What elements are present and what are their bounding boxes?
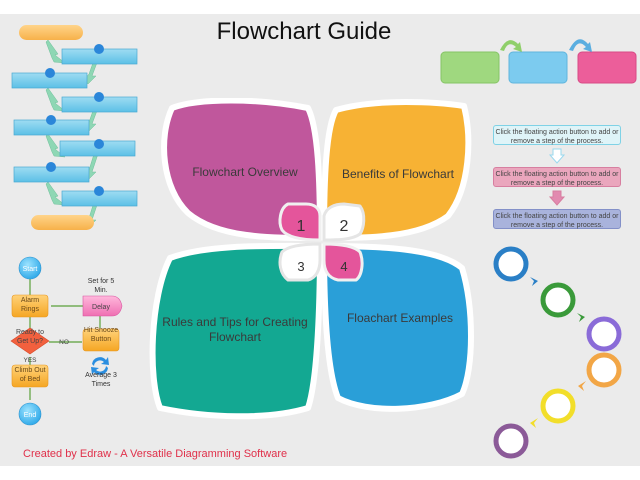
ring-2 — [540, 282, 576, 318]
ring-1 — [493, 246, 529, 282]
top-box-blue — [508, 51, 568, 84]
page-title: Flowchart Guide — [216, 18, 392, 45]
delay-label: Delay — [92, 304, 110, 311]
petal-label-1: Flowchart Overview — [192, 165, 298, 179]
info-badge-icons — [45, 44, 104, 196]
zigzag-flowchart — [11, 25, 138, 230]
no-label: NO — [59, 339, 69, 346]
start-node — [18, 256, 42, 280]
mini-petal-4[interactable] — [322, 242, 364, 282]
ring-sequence — [493, 246, 622, 459]
zigzag-arrows — [45, 39, 99, 229]
footer-credit: Created by Edraw - A Versatile Diagrammi… — [23, 448, 288, 460]
terminator-bottom — [31, 215, 94, 230]
delay-note: Set for 5 Min. — [87, 278, 115, 294]
mini-petal-3[interactable] — [278, 242, 322, 282]
process-note-3: Click the floating action button to add … — [493, 209, 621, 229]
mini-petal-1[interactable] — [278, 202, 322, 242]
top-boxes — [440, 39, 637, 84]
connector-lines — [29, 279, 101, 400]
end-label: End — [24, 412, 37, 419]
ring-6 — [493, 423, 529, 459]
climb-out-label: Climb Out of Bed — [14, 367, 46, 383]
end-node — [18, 402, 42, 426]
snooze-node — [82, 328, 120, 352]
petal-number-2: 2 — [340, 218, 349, 235]
process-note-1: Click the floating action button to add … — [493, 125, 621, 145]
terminator-top — [19, 25, 83, 40]
petal-number-3: 3 — [297, 259, 304, 274]
chevron-3-icon — [578, 381, 586, 391]
process-note-2: Click the floating action button to add … — [493, 167, 621, 187]
decision-node — [10, 327, 50, 355]
flower-diagram: 1 2 3 4 — [149, 98, 474, 420]
mini-petal-2[interactable] — [322, 202, 366, 242]
alarm-flowchart: Start End Delay NO YES — [10, 256, 123, 426]
decision-label: Ready to Get Up? — [15, 329, 45, 345]
ring-5 — [540, 388, 576, 424]
chevron-2-icon — [577, 313, 585, 322]
delay-node — [82, 295, 123, 317]
petal-label-3: Rules and Tips for Creating Flowchart — [162, 315, 308, 344]
down-arrow-pink-icon — [549, 190, 565, 206]
top-box-pink — [577, 51, 637, 84]
ring-4 — [586, 352, 622, 388]
chevron-1-icon — [530, 277, 538, 286]
climb-out-node — [11, 364, 49, 388]
alarm-rings-node — [11, 294, 49, 318]
curved-arrow-green-icon — [500, 40, 522, 52]
top-box-green — [440, 51, 500, 84]
down-arrow-blue-icon — [549, 148, 565, 164]
alarm-rings-label: Alarm Rings — [20, 297, 40, 313]
repeat-note: Average 3 Times — [85, 372, 117, 388]
ring-3 — [586, 316, 622, 352]
petal-number-4: 4 — [340, 259, 347, 274]
petal-2[interactable] — [321, 99, 472, 241]
start-label: Start — [23, 266, 38, 273]
petal-label-2: Benefits of Flowchart — [341, 167, 455, 181]
petal-3[interactable] — [149, 242, 323, 420]
petal-number-1: 1 — [297, 218, 306, 235]
snooze-label: Hit Snooze Button — [83, 327, 119, 343]
curved-arrow-blue-icon — [569, 39, 592, 52]
chevron-4-icon — [530, 418, 538, 428]
petal-1[interactable] — [161, 98, 323, 241]
petal-label-4: Floachart Examples — [346, 311, 454, 325]
petal-4[interactable] — [321, 243, 474, 412]
yes-label: YES — [23, 357, 37, 364]
repeat-icon — [91, 357, 109, 375]
zigzag-boxes — [11, 48, 138, 207]
